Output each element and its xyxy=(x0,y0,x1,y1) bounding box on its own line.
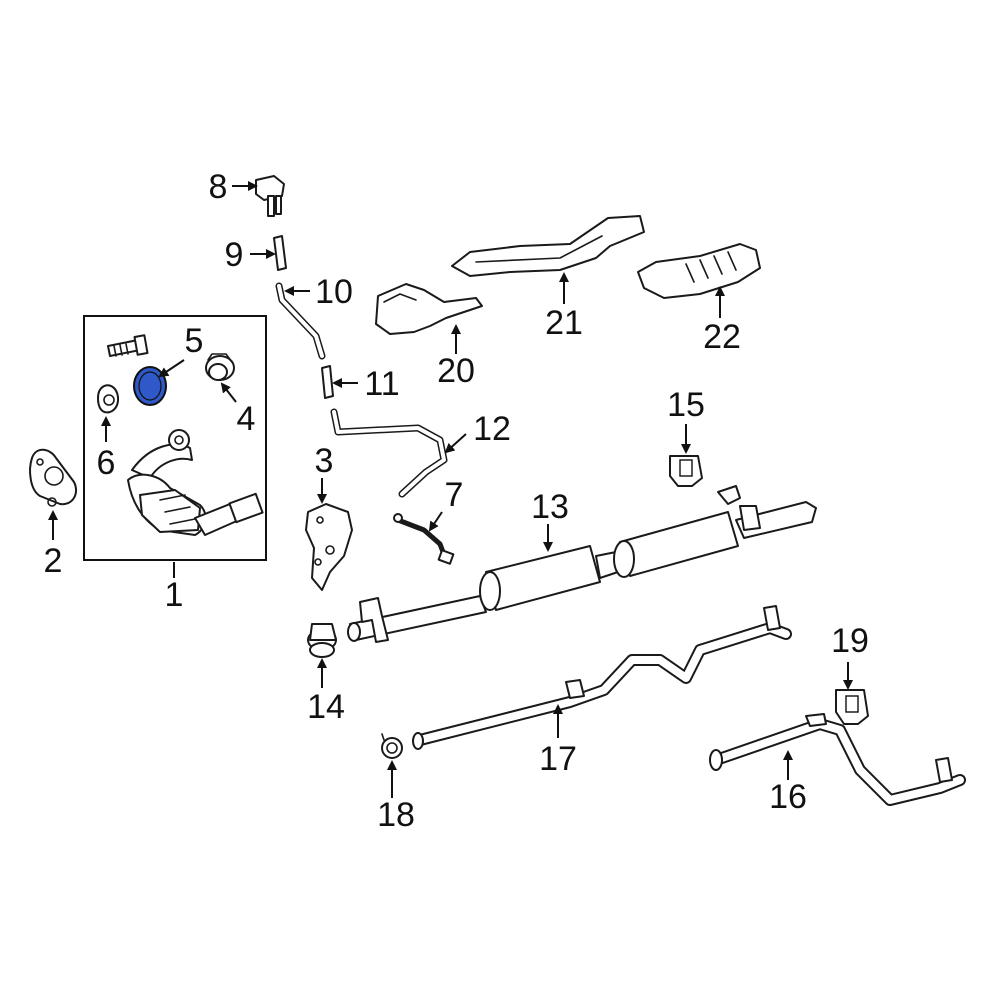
bolt[interactable] xyxy=(107,334,149,357)
callout-11: 11 xyxy=(364,365,399,403)
part-15-hanger[interactable] xyxy=(669,455,703,487)
part-7-sensor[interactable] xyxy=(393,513,455,565)
part-2-flange-gasket[interactable] xyxy=(29,448,78,507)
part-17-intermediate-pipe[interactable] xyxy=(412,605,792,750)
callout-17: 17 xyxy=(539,740,577,778)
part-9-hose[interactable] xyxy=(273,235,287,271)
part-22-heat-shield[interactable] xyxy=(637,243,761,299)
callout-19: 19 xyxy=(831,622,869,660)
part-1-converter-assembly[interactable] xyxy=(83,315,267,561)
callout-15: 15 xyxy=(667,386,705,424)
part-14-clamp[interactable] xyxy=(307,623,337,658)
callout-20: 20 xyxy=(437,352,475,390)
callout-4: 4 xyxy=(237,400,256,438)
callout-1: 1 xyxy=(165,576,184,614)
callout-14: 14 xyxy=(307,688,345,726)
callout-10: 10 xyxy=(315,273,353,311)
part-10-tube[interactable] xyxy=(275,282,326,360)
callout-22: 22 xyxy=(703,318,741,356)
part-20-heat-shield[interactable] xyxy=(375,283,483,335)
callout-3: 3 xyxy=(315,442,334,480)
part-6-gasket[interactable] xyxy=(97,384,120,414)
callout-18: 18 xyxy=(377,796,415,834)
callout-9: 9 xyxy=(225,236,244,274)
part-8-sensor[interactable] xyxy=(255,175,285,217)
callout-12: 12 xyxy=(473,410,511,448)
part-19-hanger[interactable] xyxy=(835,689,869,725)
callout-2: 2 xyxy=(44,542,63,580)
leader-lines xyxy=(48,181,853,798)
callout-16: 16 xyxy=(769,778,807,816)
part-13-muffler-assembly[interactable] xyxy=(347,485,817,643)
part-16-tailpipe[interactable] xyxy=(709,713,966,806)
callout-labels: 1 2 3 4 5 6 7 8 9 10 11 12 13 14 15 16 1… xyxy=(44,168,869,834)
callout-7: 7 xyxy=(445,476,464,514)
part-4-clamp[interactable] xyxy=(205,353,235,381)
callout-21: 21 xyxy=(545,304,583,342)
callout-5: 5 xyxy=(185,322,204,360)
part-12-tube[interactable] xyxy=(330,408,448,498)
part-11-hose[interactable] xyxy=(321,365,334,399)
callout-6: 6 xyxy=(97,444,116,482)
callout-13: 13 xyxy=(531,488,569,526)
part-21-heat-shield[interactable] xyxy=(451,215,645,277)
part-3-bracket[interactable] xyxy=(305,503,353,591)
part-18-clamp[interactable] xyxy=(381,733,403,759)
callout-8: 8 xyxy=(209,168,228,206)
part-5-gasket-highlighted[interactable] xyxy=(133,366,167,406)
